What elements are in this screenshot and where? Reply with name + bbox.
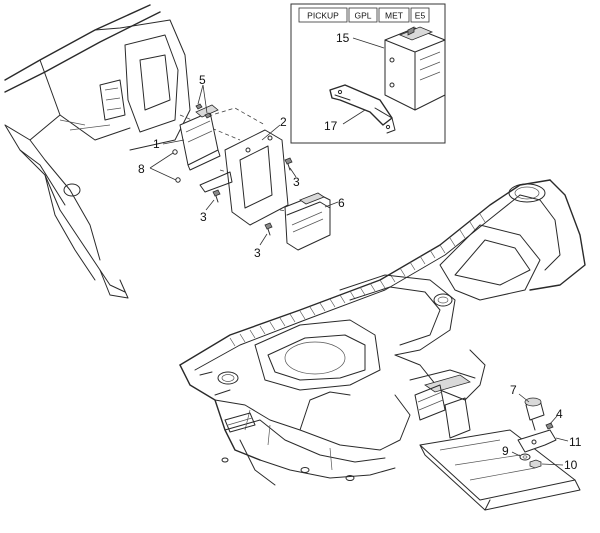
floor-bracket-assembly: [419, 397, 581, 511]
leader-8b: [149, 167, 177, 181]
leader-15: [352, 37, 385, 49]
ecu-bracket-assembly: [172, 103, 331, 251]
leader-6: [324, 201, 339, 208]
callout-10: 10: [564, 458, 578, 472]
callout-1: 1: [153, 137, 160, 151]
leader-9: [511, 451, 521, 457]
leader-10: [541, 463, 564, 466]
tag-gpl: GPL: [354, 11, 371, 21]
leader-5b: [202, 84, 208, 114]
leader-17: [342, 109, 366, 125]
ecu-module-part-1: [179, 111, 219, 166]
a-pillar-assembly: [4, 4, 191, 299]
leader-7: [518, 393, 530, 403]
nut-part-8b: [175, 177, 181, 183]
callout-3b: 3: [200, 210, 207, 224]
right-speaker-grille: [508, 183, 546, 203]
bracket-part-11: [517, 429, 557, 453]
callout-11: 11: [569, 435, 582, 449]
leader-3b: [205, 199, 215, 211]
nut-part-10: [529, 459, 542, 469]
callout-15: 15: [336, 31, 350, 45]
leader-2: [261, 124, 281, 141]
callout-6: 6: [338, 196, 345, 210]
tag-pickup: PICKUP: [307, 11, 339, 21]
variant-inset: PICKUP GPL MET E5 15 17: [290, 3, 446, 144]
callout-5: 5: [199, 73, 206, 87]
washer-part-9: [519, 453, 531, 461]
mounting-bracket-part-2: [224, 129, 289, 226]
callouts: 1 2 3 3 3 4 5 6 7 8 9 10: [138, 73, 582, 472]
screw-part-4: [545, 422, 554, 430]
leader-8a: [149, 152, 174, 169]
callout-3c: 3: [254, 246, 261, 260]
callout-8: 8: [138, 162, 145, 176]
callout-9: 9: [502, 444, 509, 458]
leader-4: [549, 415, 558, 425]
defroster-grille: [229, 213, 486, 347]
sensor-part-7: [524, 397, 545, 431]
leader-3c: [259, 233, 268, 246]
tag-met: MET: [385, 11, 403, 21]
callout-2: 2: [280, 115, 287, 129]
nut-part-8a: [172, 149, 178, 155]
callout-3a: 3: [293, 175, 300, 189]
callout-4: 4: [556, 407, 563, 421]
inset-bracket-part-17: [329, 84, 393, 126]
leader-5a: [197, 84, 204, 105]
screw-part-3c: [264, 222, 273, 236]
leader-3a: [289, 167, 297, 178]
leader-11: [555, 437, 569, 442]
dashboard-assembly: [179, 179, 586, 486]
screw-part-5b: [204, 112, 212, 119]
screw-part-3a: [284, 157, 293, 171]
screw-part-5a: [195, 103, 203, 110]
screw-part-3b: [212, 189, 221, 203]
variant-tags: PICKUP GPL MET E5: [298, 7, 430, 23]
leader-1: [162, 139, 185, 145]
tag-e5: E5: [415, 11, 426, 21]
callout-17: 17: [324, 119, 338, 133]
callout-7: 7: [510, 383, 517, 397]
